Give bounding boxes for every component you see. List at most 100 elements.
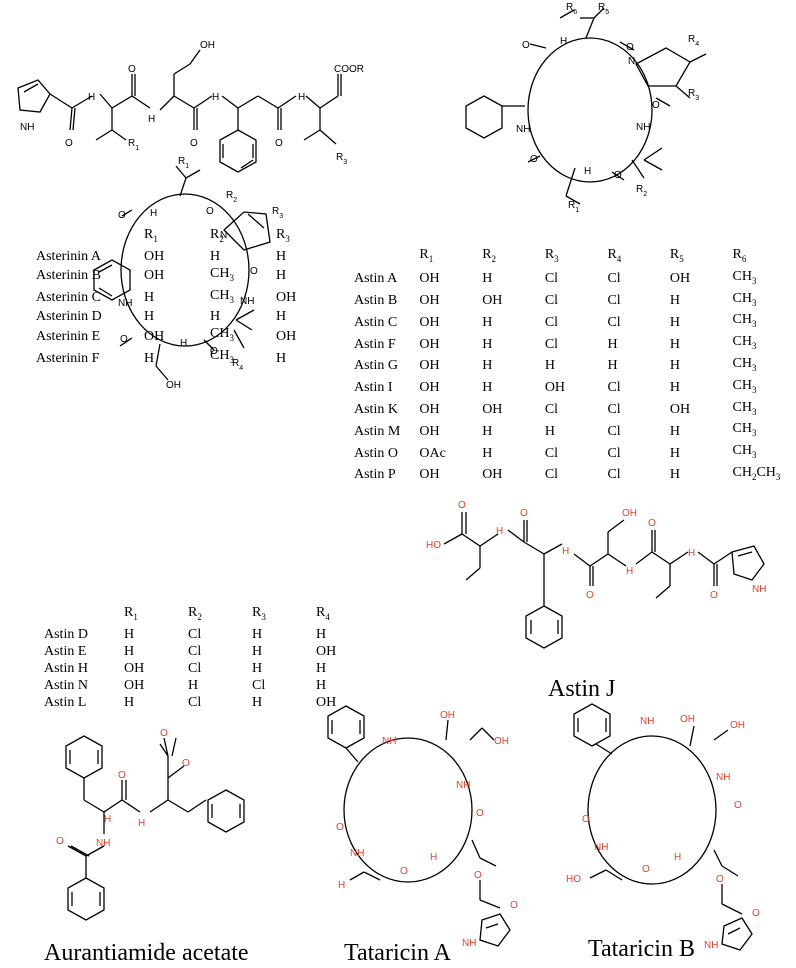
label-n-h: H	[496, 526, 503, 537]
label-n-h: H	[430, 852, 437, 863]
label-ho: HO	[566, 874, 581, 885]
substituent-cell: Cl	[607, 292, 621, 308]
substituent-cell: H	[607, 358, 618, 374]
substituent-cell: OH	[482, 292, 503, 308]
substituent-cell: H	[669, 380, 680, 396]
substituent-cell: OH	[124, 660, 145, 676]
aurantiamide-acetate-structure	[65, 735, 245, 921]
compound-name: Asterinin E	[36, 328, 101, 344]
header-cell: R3	[252, 605, 266, 622]
label-hn: NH	[752, 584, 766, 595]
substituent-cell: H	[252, 660, 263, 676]
label-n-h: H	[560, 36, 567, 47]
label-h: H	[338, 880, 345, 891]
substituent-cell: Cl	[188, 626, 202, 642]
substituent-cell: CH3	[732, 355, 757, 373]
label-o: O	[336, 822, 344, 833]
substituent-cell: Cl	[544, 336, 559, 352]
substituent-cell: OH	[419, 271, 440, 287]
tataricin-b-structure	[573, 703, 753, 951]
substituent-cell: H	[124, 694, 135, 710]
label-r6: R6	[566, 2, 577, 16]
label-n-h: H	[138, 818, 145, 829]
substituent-cell: OH	[419, 423, 440, 439]
label-oh: OH	[200, 40, 215, 51]
label-oh: OH	[622, 508, 637, 519]
label-o: O	[476, 808, 484, 819]
substituent-cell: Cl	[188, 694, 202, 710]
substituent-cell: H	[482, 271, 493, 287]
substituent-cell: OAc	[419, 445, 446, 461]
label-n-h: H	[626, 566, 633, 577]
label-oh: OH	[166, 380, 181, 391]
substituent-cell: H	[669, 467, 680, 483]
label-nh: NH	[96, 838, 110, 849]
substituent-cell: OH	[124, 677, 145, 693]
asterinin-structure	[17, 49, 342, 173]
label-oh: OH	[440, 710, 455, 721]
compound-name: Asterinin B	[36, 268, 101, 284]
label-o: O	[586, 590, 594, 601]
compound-name: Astin P	[354, 467, 396, 483]
substituent-cell: H	[669, 336, 680, 352]
label-n-h: H	[148, 114, 155, 125]
label-nh: NH	[350, 848, 364, 859]
label-hn: NH	[462, 938, 476, 949]
compound-name: Astin O	[354, 445, 398, 461]
substituent-cell: H	[210, 309, 221, 325]
label-o: O	[400, 866, 408, 877]
label-n-h: H	[688, 548, 695, 559]
label-oh: OH	[494, 736, 509, 747]
substituent-cell: OH	[316, 643, 337, 659]
substituent-cell: H	[316, 660, 327, 676]
label-o: O	[458, 500, 466, 511]
label-r2: R2	[636, 184, 647, 198]
label-hn: NH	[516, 124, 530, 135]
substituent-cell: OH	[419, 336, 440, 352]
substituent-cell: H	[276, 350, 287, 366]
label-o: O	[582, 814, 590, 825]
compound-name: Astin I	[354, 380, 393, 396]
substituent-cell: CH3	[210, 265, 234, 283]
substituent-cell: OH	[419, 292, 440, 308]
header-cell: R2	[210, 227, 224, 244]
substituent-cell: Cl	[544, 292, 559, 308]
label-cooor2: COOR	[334, 64, 364, 75]
label-nh: NH	[640, 716, 654, 727]
label-o: O	[522, 40, 530, 51]
compound-name: Asterinin F	[36, 350, 100, 366]
substituent-cell: OH	[276, 328, 297, 344]
label-o: O	[474, 870, 482, 881]
label-o: O	[206, 206, 214, 217]
header-cell: R3	[544, 247, 559, 264]
compound-name: Astin M	[354, 423, 401, 439]
substituent-cell: H	[669, 358, 680, 374]
label-nh: NH	[716, 772, 730, 783]
substituent-cell: Cl	[607, 467, 621, 483]
label-o: O	[734, 800, 742, 811]
label-o: O	[190, 138, 198, 149]
label-nh: NH	[240, 296, 254, 307]
header-cell: R4	[607, 247, 622, 264]
header-cell: R2	[482, 247, 497, 264]
header-blank	[354, 246, 419, 268]
substituent-cell: Cl	[544, 467, 559, 483]
label-n-h: H	[298, 92, 305, 103]
substituent-cell: CH3	[732, 312, 757, 330]
label-o: O	[652, 100, 660, 111]
label-n-h: H	[674, 852, 681, 863]
label-o: O	[626, 42, 634, 53]
label-o: O	[520, 508, 528, 519]
label-n-h: H	[180, 338, 187, 349]
label-n: N	[628, 56, 635, 67]
caption-tataricin-a: Tataricin A	[344, 940, 451, 966]
compound-name: Astin A	[354, 271, 398, 287]
substituent-cell: OH	[419, 467, 440, 483]
